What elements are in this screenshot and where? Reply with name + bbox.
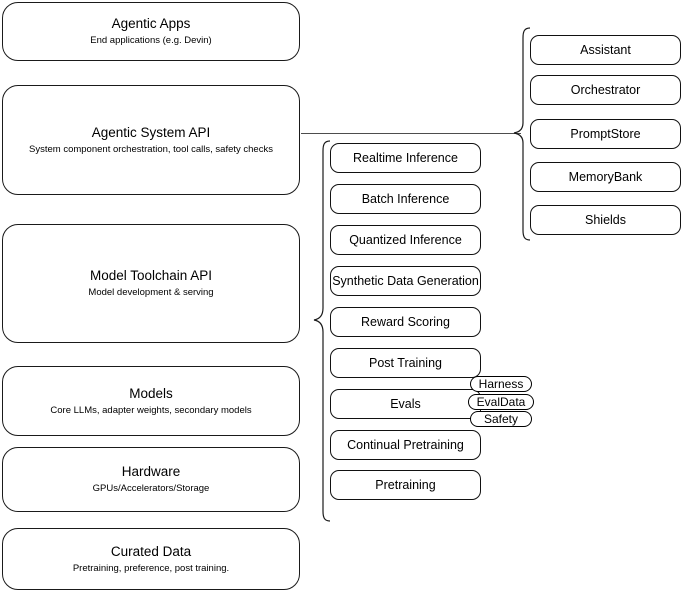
layer-title: Models [129,385,173,401]
toolchain-label: Post Training [369,356,442,370]
brace-toolchain [313,140,331,522]
toolchain-label: Evals [390,397,421,411]
agentic-box-shields[interactable]: Shields [530,205,681,235]
agentic-label: Assistant [580,43,631,57]
layer-box-curated-data[interactable]: Curated Data Pretraining, preference, po… [2,528,300,590]
toolchain-label: Reward Scoring [361,315,450,329]
layer-box-agentic-apps[interactable]: Agentic Apps End applications (e.g. Devi… [2,2,300,61]
eval-badge-label: Harness [478,377,524,391]
brace-agentic-components [513,27,531,241]
eval-badge-safety[interactable]: Safety [470,411,532,427]
eval-badge-label: EvalData [476,395,526,409]
layer-box-model-toolchain-api[interactable]: Model Toolchain API Model development & … [2,224,300,343]
layer-subtitle: Pretraining, preference, post training. [72,562,230,574]
toolchain-box-synthetic-data-generation[interactable]: Synthetic Data Generation [330,266,481,296]
toolchain-label: Pretraining [375,478,436,492]
layer-subtitle: GPUs/Accelerators/Storage [92,483,210,494]
layer-subtitle: Core LLMs, adapter weights, secondary mo… [50,404,252,416]
toolchain-box-batch-inference[interactable]: Batch Inference [330,184,481,214]
toolchain-label: Quantized Inference [349,233,462,247]
toolchain-box-reward-scoring[interactable]: Reward Scoring [330,307,481,337]
layer-box-agentic-system-api[interactable]: Agentic System API System component orch… [2,85,300,195]
agentic-box-memorybank[interactable]: MemoryBank [530,162,681,192]
layer-title: Agentic Apps [111,16,191,31]
agentic-label: MemoryBank [568,170,643,184]
toolchain-box-realtime-inference[interactable]: Realtime Inference [330,143,481,173]
layer-box-models[interactable]: Models Core LLMs, adapter weights, secon… [2,366,300,436]
toolchain-label: Realtime Inference [353,151,458,165]
eval-badge-label: Safety [483,412,519,426]
layer-title: Agentic System API [91,124,211,140]
toolchain-box-post-training[interactable]: Post Training [330,348,481,378]
connector-agentic-system-api [301,133,521,135]
toolchain-label: Batch Inference [361,192,450,206]
eval-badge-harness[interactable]: Harness [470,376,532,392]
toolchain-box-quantized-inference[interactable]: Quantized Inference [330,225,481,255]
toolchain-label: Continual Pretraining [347,438,464,452]
layer-subtitle: End applications (e.g. Devin) [90,35,212,46]
layer-box-hardware[interactable]: Hardware GPUs/Accelerators/Storage [2,447,300,512]
toolchain-box-evals[interactable]: Evals [330,389,481,419]
agentic-label: PromptStore [570,127,641,141]
toolchain-label: Synthetic Data Generation [332,274,479,288]
agentic-box-promptstore[interactable]: PromptStore [530,119,681,149]
layer-subtitle: Model development & serving [88,287,214,298]
eval-badge-evaldata[interactable]: EvalData [468,394,534,410]
layer-title: Hardware [121,464,181,479]
toolchain-box-pretraining[interactable]: Pretraining [330,470,481,500]
layer-subtitle: System component orchestration, tool cal… [29,143,273,155]
agentic-box-orchestrator[interactable]: Orchestrator [530,75,681,105]
layer-title: Curated Data [110,543,192,559]
agentic-label: Orchestrator [570,83,641,97]
toolchain-box-continual-pretraining[interactable]: Continual Pretraining [330,430,481,460]
agentic-box-assistant[interactable]: Assistant [530,35,681,65]
agentic-label: Shields [585,213,626,227]
layer-title: Model Toolchain API [89,268,213,283]
